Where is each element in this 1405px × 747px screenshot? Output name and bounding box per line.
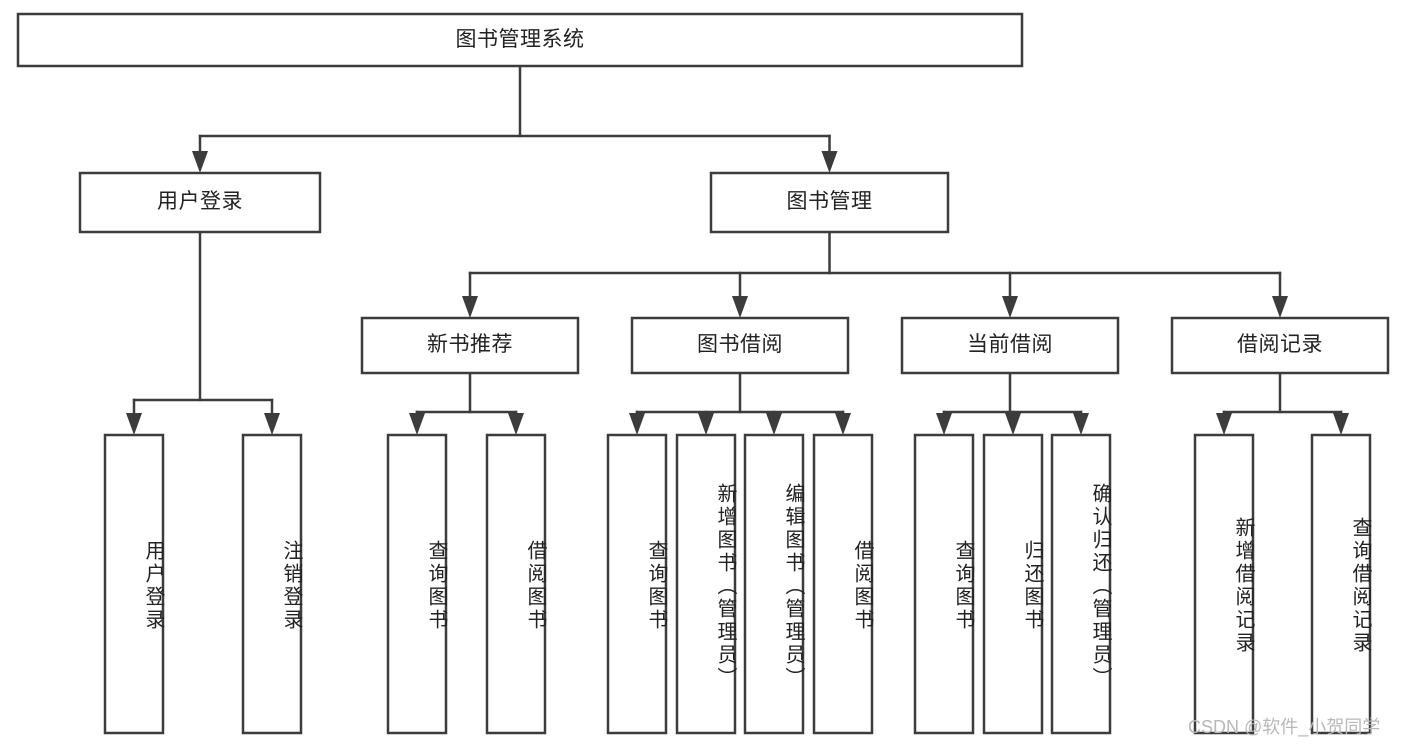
node-box-root[interactable] <box>16 12 1024 68</box>
arrow-leaf-return-book <box>1005 413 1021 435</box>
arrow-leaf-confirm-return <box>1073 413 1089 435</box>
arrow-leaf-query-book-current <box>936 413 952 435</box>
arrow-user-login <box>192 151 208 173</box>
node-box-leaf-query-book-current[interactable] <box>913 433 975 735</box>
arrow-leaf-add-borrow-record <box>1216 413 1232 435</box>
node-box-current-borrow[interactable] <box>900 316 1120 375</box>
node-box-book-management[interactable] <box>709 171 950 234</box>
node-box-borrow-record[interactable] <box>1170 316 1390 375</box>
node-box-leaf-query-book-recommend[interactable] <box>386 433 448 735</box>
node-box-leaf-query-borrow-record[interactable] <box>1310 433 1372 735</box>
node-box-leaf-user-logout[interactable] <box>241 433 303 735</box>
arrow-new-book-recommend <box>462 296 478 318</box>
connectors-layer <box>126 64 1349 435</box>
arrow-leaf-user-login <box>126 413 142 435</box>
arrow-borrow-record <box>1272 296 1288 318</box>
node-box-leaf-edit-book[interactable] <box>743 433 805 735</box>
arrow-current-borrow <box>1002 296 1018 318</box>
arrow-leaf-query-book-recommend <box>409 413 425 435</box>
arrow-leaf-query-borrow-record <box>1333 413 1349 435</box>
node-box-leaf-query-book-borrow[interactable] <box>606 433 668 735</box>
arrow-book-management <box>821 151 838 173</box>
node-box-book-borrow[interactable] <box>630 316 850 375</box>
arrow-leaf-borrow-book <box>835 413 851 435</box>
arrow-leaf-query-book-borrow <box>629 413 645 435</box>
node-box-leaf-add-book[interactable] <box>675 433 737 735</box>
node-box-new-book-recommend[interactable] <box>360 316 580 375</box>
node-box-user-login[interactable] <box>78 171 322 234</box>
arrow-leaf-user-logout <box>264 413 280 435</box>
node-box-leaf-user-login[interactable] <box>103 433 165 735</box>
node-box-leaf-add-borrow-record[interactable] <box>1193 433 1255 735</box>
arrow-book-borrow <box>732 296 748 318</box>
arrow-leaf-borrow-book-recommend <box>508 413 524 435</box>
arrow-leaf-edit-book <box>766 413 782 435</box>
boxes-layer <box>16 12 1390 735</box>
node-box-leaf-borrow-book-recommend[interactable] <box>485 433 547 735</box>
node-box-leaf-return-book[interactable] <box>982 433 1044 735</box>
node-box-leaf-confirm-return[interactable] <box>1050 433 1112 735</box>
arrow-leaf-add-book <box>698 413 714 435</box>
node-box-leaf-borrow-book[interactable] <box>812 433 874 735</box>
